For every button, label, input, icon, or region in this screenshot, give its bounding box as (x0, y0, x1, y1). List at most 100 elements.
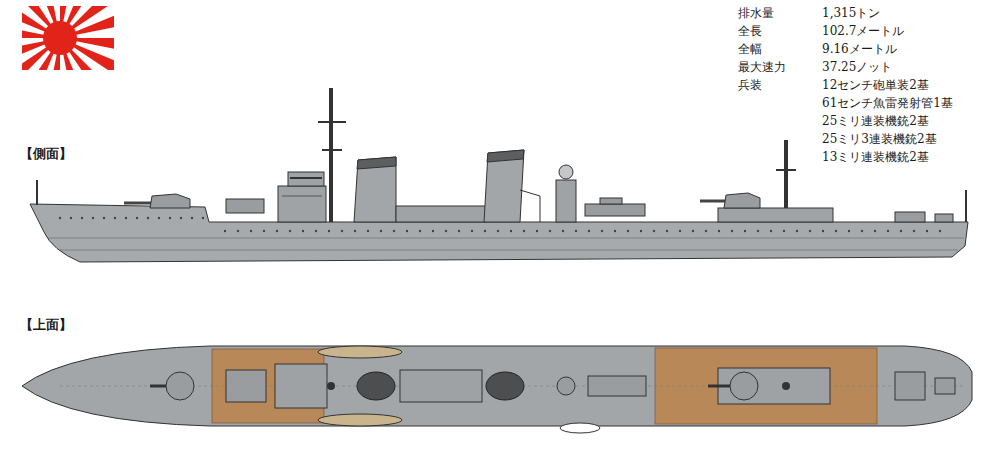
porthole (59, 217, 61, 219)
porthole (861, 230, 863, 232)
ship-part (520, 190, 540, 222)
porthole (125, 217, 127, 219)
spec-text: 13ミリ連装機銃2基 (822, 150, 929, 164)
porthole (81, 217, 83, 219)
porthole (705, 230, 707, 232)
funnel (354, 157, 396, 222)
ship-part (557, 377, 575, 395)
porthole (718, 230, 720, 232)
porthole (180, 217, 182, 219)
porthole (679, 230, 681, 232)
ship-part (166, 372, 194, 400)
ship-part (724, 193, 760, 208)
porthole (497, 230, 499, 232)
porthole (484, 230, 486, 232)
spec-text: 25ミリ連装機銃2基 (822, 114, 929, 128)
porthole (510, 230, 512, 232)
porthole (653, 230, 655, 232)
ship-part (487, 150, 524, 162)
side-view (30, 88, 968, 262)
porthole (158, 217, 160, 219)
ship-part (560, 423, 600, 433)
porthole (114, 217, 116, 219)
porthole (887, 230, 889, 232)
porthole (263, 230, 265, 232)
porthole (92, 217, 94, 219)
top-view (22, 346, 972, 433)
porthole (380, 230, 382, 232)
ship-part (150, 194, 190, 208)
ship-part (357, 157, 396, 169)
porthole (757, 230, 759, 232)
ship-part (322, 149, 342, 151)
ship-part (484, 150, 524, 222)
wood-deck (655, 348, 877, 424)
hull-line (60, 250, 958, 251)
porthole (731, 230, 733, 232)
porthole (562, 230, 564, 232)
porthole (147, 217, 149, 219)
ship-part (354, 157, 396, 222)
porthole (445, 230, 447, 232)
ship-part (327, 382, 335, 390)
porthole (191, 217, 193, 219)
spec-text: 排水量 (738, 6, 774, 20)
portholes (59, 217, 941, 232)
ship-part (282, 196, 322, 197)
ship-part (486, 372, 524, 400)
ship-part (718, 208, 833, 222)
porthole (70, 217, 72, 219)
rear-deckhouse (700, 193, 833, 222)
flag-sun (43, 21, 77, 55)
ship-part (278, 186, 326, 222)
porthole (328, 230, 330, 232)
porthole (419, 230, 421, 232)
spec-text: 最大速力 (738, 60, 786, 74)
rising-sun-flag (0, 0, 180, 158)
porthole (822, 230, 824, 232)
ship-part (124, 202, 152, 205)
porthole (289, 230, 291, 232)
porthole (224, 230, 226, 232)
porthole (523, 230, 525, 232)
spec-text: 37.25ノット (822, 60, 892, 74)
ship-part (226, 370, 266, 402)
ship-part (935, 378, 955, 394)
porthole (744, 230, 746, 232)
ship-part (556, 180, 576, 222)
spec-text: 61センチ魚雷発射管1基 (822, 96, 953, 110)
spec-text: 12センチ砲単装2基 (822, 78, 929, 92)
ship-part (718, 368, 830, 404)
ship-part (559, 165, 573, 179)
porthole (926, 230, 928, 232)
ship-part (318, 346, 402, 358)
forward-gun (124, 194, 190, 208)
porthole (103, 217, 105, 219)
porthole (627, 230, 629, 232)
ship-part (400, 370, 482, 402)
porthole (900, 230, 902, 232)
ship-part (708, 385, 730, 388)
foremast (318, 88, 346, 222)
deck-gear (226, 199, 264, 213)
ship-part (318, 414, 402, 426)
top-hull (22, 346, 972, 426)
view-heading: 【上面】 (20, 318, 72, 332)
ship-part (600, 198, 622, 204)
hull-line (48, 238, 964, 239)
spec-text: 9.16メートル (822, 42, 897, 56)
spec-text: 全長 (738, 24, 762, 38)
porthole (136, 217, 138, 219)
porthole (848, 230, 850, 232)
ship-part (895, 212, 925, 222)
ship-part (895, 372, 925, 400)
spec-text: 25ミリ3連装機銃2基 (822, 132, 937, 146)
ship-part (357, 372, 395, 400)
porthole (640, 230, 642, 232)
porthole (302, 230, 304, 232)
ship-part (275, 364, 327, 408)
top-fittings (150, 346, 955, 433)
ship-part (782, 382, 790, 390)
porthole (202, 217, 204, 219)
